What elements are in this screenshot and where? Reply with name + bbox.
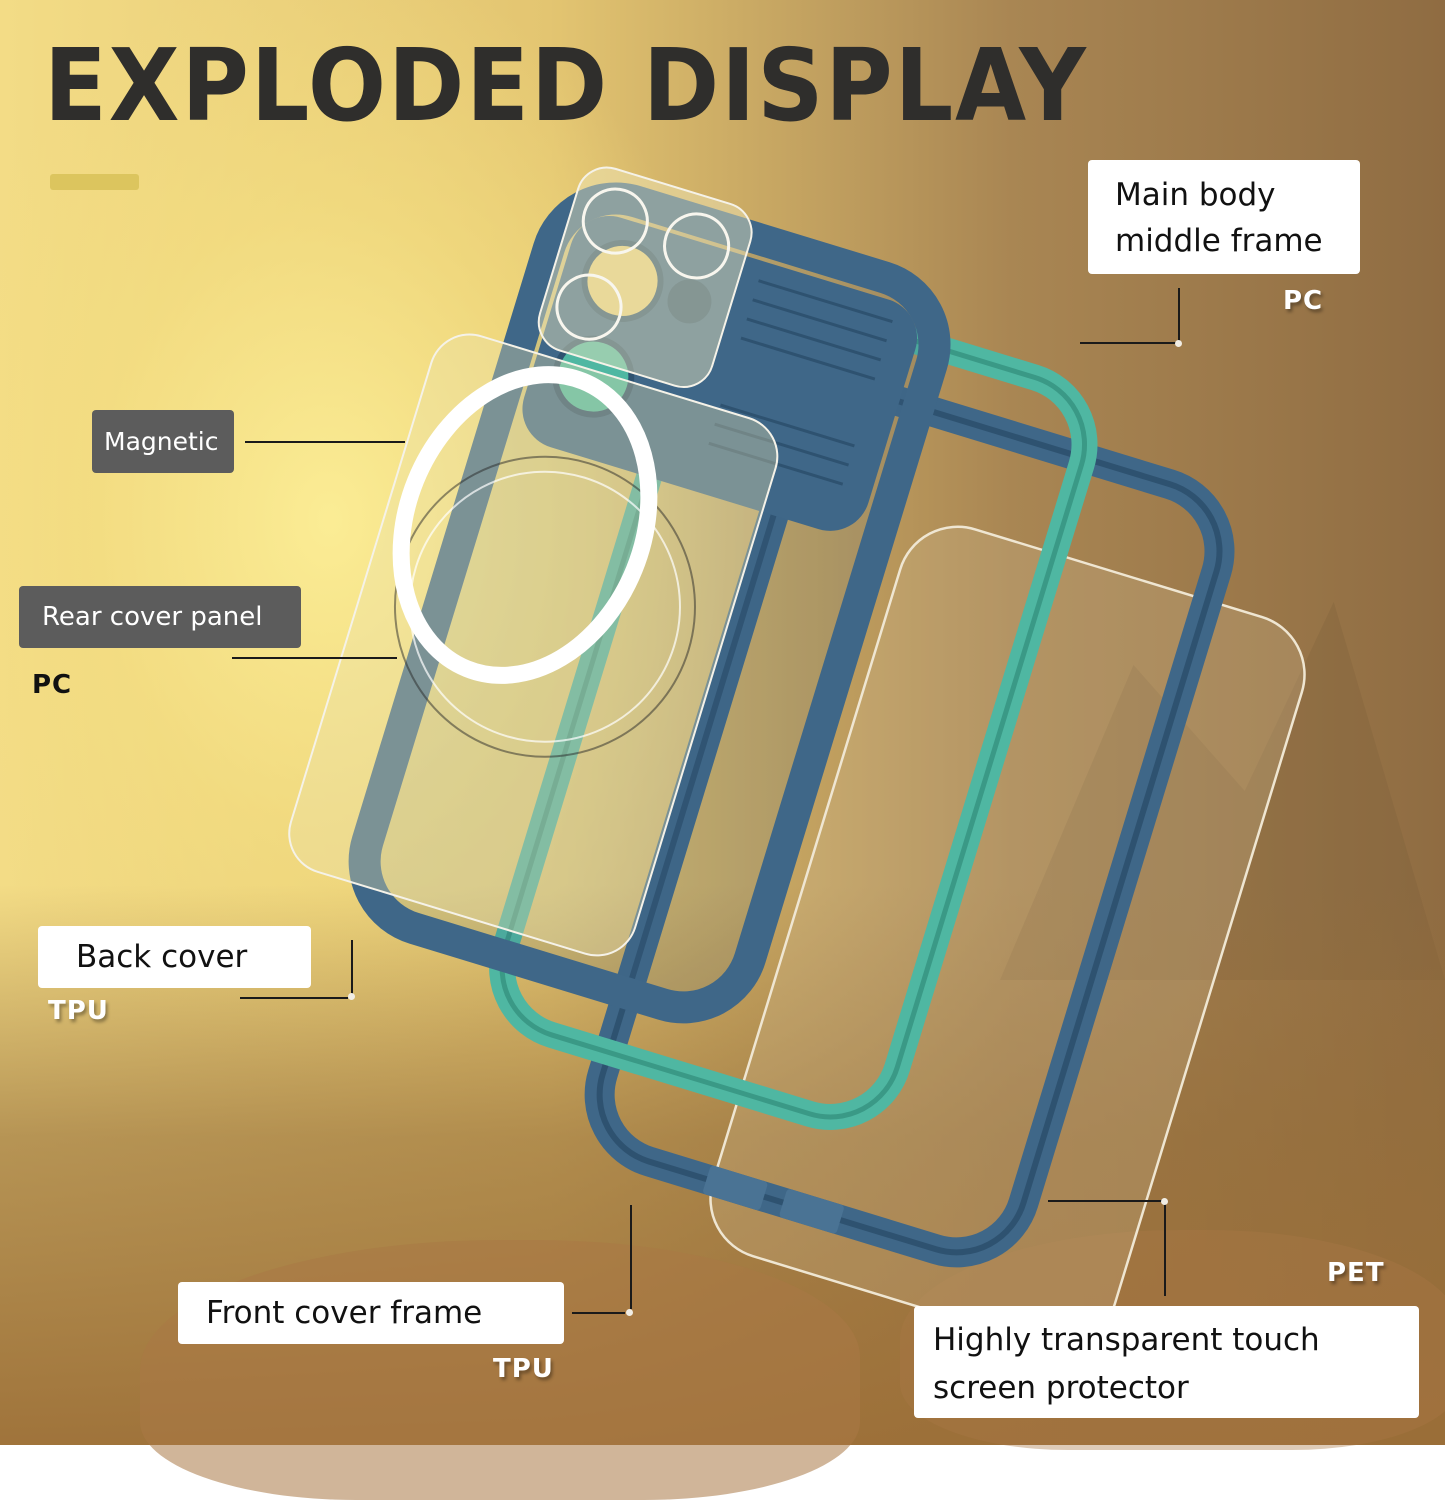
- leader-line: [1164, 1203, 1166, 1296]
- leader-line: [232, 657, 397, 659]
- material-badge-tpu: TPU: [48, 996, 109, 1026]
- material-badge-pet: PET: [1327, 1258, 1385, 1288]
- leader-line: [1048, 1200, 1162, 1202]
- front-cover-frame-part: [584, 378, 1235, 1268]
- callout-screen-protector: Highly transparent touch screen protecto…: [914, 1306, 1419, 1418]
- page-title: EXPLODED DISPLAY: [44, 27, 1088, 144]
- callout-screen-protector-line-2: screen protector: [933, 1370, 1189, 1406]
- callout-back-cover-label: Back cover: [76, 939, 248, 975]
- leader-line: [630, 1205, 632, 1309]
- leader-dot: [1161, 1198, 1168, 1205]
- material-badge-pc: PC: [1283, 286, 1324, 316]
- leader-dot: [348, 993, 355, 1000]
- material-badge-tpu: TPU: [493, 1354, 554, 1384]
- callout-front-cover-frame-label: Front cover frame: [206, 1295, 483, 1331]
- leader-line: [351, 940, 353, 994]
- leader-line: [240, 997, 348, 999]
- title-accent-bar: [50, 174, 139, 190]
- callout-main-body-line-2: middle frame: [1115, 223, 1323, 259]
- leader-line: [1080, 342, 1176, 344]
- leader-line: [1178, 288, 1180, 342]
- leader-line: [572, 1312, 625, 1314]
- back-cover-part: [348, 182, 951, 1024]
- callout-screen-protector-line-1: Highly transparent touch: [933, 1322, 1320, 1358]
- callout-front-cover-frame: Front cover frame: [178, 1282, 564, 1344]
- leader-line: [245, 441, 405, 443]
- callout-main-body-middle-frame: Main body middle frame: [1088, 160, 1360, 274]
- leader-dot: [1175, 340, 1182, 347]
- callout-back-cover: Back cover: [38, 926, 311, 988]
- exploded-phone-case-illustration: [288, 166, 1306, 1348]
- callout-main-body-line-1: Main body: [1115, 177, 1276, 213]
- magnetic-ring: [392, 366, 658, 684]
- callout-magnetic-label: Magnetic: [104, 427, 219, 456]
- callout-rear-cover-panel: Rear cover panel: [19, 586, 301, 648]
- callout-rear-cover-panel-label: Rear cover panel: [42, 602, 263, 632]
- camera-lens-protector: [537, 166, 753, 388]
- callout-magnetic: Magnetic: [92, 410, 234, 473]
- material-badge-pc: PC: [32, 670, 73, 700]
- leader-dot: [626, 1309, 633, 1316]
